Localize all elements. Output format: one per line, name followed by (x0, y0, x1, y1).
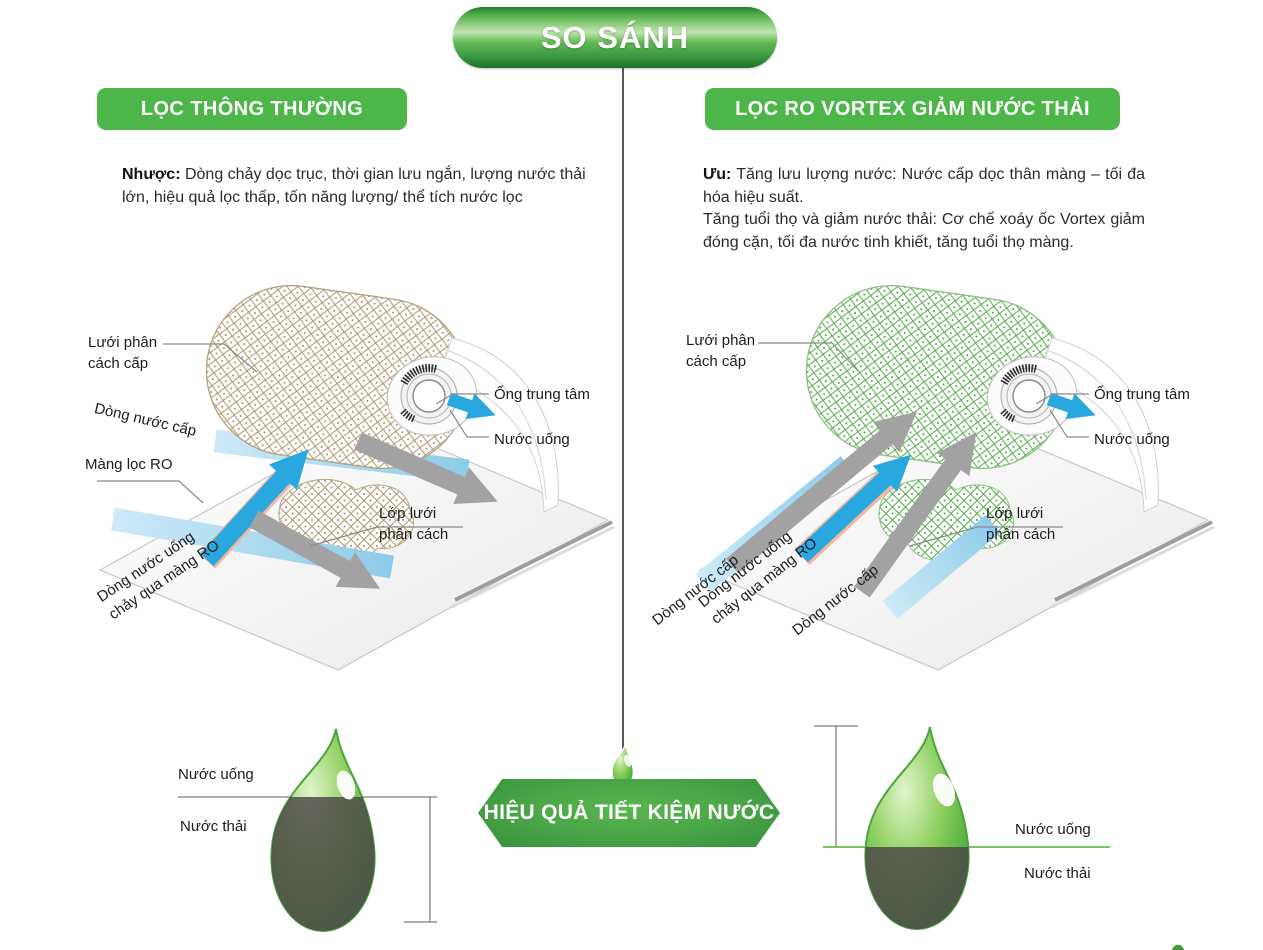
left-label-center-tube: Ống trung tâm (494, 386, 590, 403)
right-label-drinking-water: Nước uống (1094, 431, 1170, 448)
center-divider-line (622, 66, 624, 754)
right-header-label: LỌC RO VORTEX GIẢM NƯỚC THẢI (735, 97, 1090, 120)
left-label-membrane: Màng lọc RO (85, 456, 173, 473)
left-desc-label: Nhược: (122, 166, 181, 183)
bottom-logo-mark (1172, 944, 1184, 950)
title-banner: SO SÁNH (453, 7, 777, 68)
right-description: Ưu: Tăng lưu lượng nước: Nước cấp dọc th… (703, 164, 1145, 255)
savings-banner-label: HIỆU QUẢ TIẾT KIỆM NƯỚC (483, 801, 775, 824)
savings-banner: HIỆU QUẢ TIẾT KIỆM NƯỚC (478, 779, 780, 847)
left-desc-text: Dòng chảy dọc trục, thời gian lưu ngắn, … (122, 166, 586, 206)
right-section-header: LỌC RO VORTEX GIẢM NƯỚC THẢI (705, 88, 1120, 130)
left-section-header: LỌC THÔNG THƯỜNG (97, 88, 407, 130)
right-drop-label-drinking: Nước uống (1015, 821, 1091, 838)
right-flow-arrow-1 (725, 411, 918, 574)
left-label-mesh-layer: Lớp lưới phân cách (379, 505, 449, 543)
left-leader-lines (97, 343, 489, 547)
right-drop-highlight (932, 773, 956, 807)
right-water-drop (864, 726, 970, 930)
right-feed-water-band-2 (882, 515, 1001, 619)
right-label-mesh-layer: Lớp lưới phân cách (986, 505, 1056, 543)
left-membrane-diagram (97, 273, 615, 671)
right-drinking-water-arrow (1046, 392, 1096, 420)
left-drop-label-drinking: Nước uống (178, 766, 254, 783)
right-drop-label-waste: Nước thải (1024, 865, 1091, 882)
right-membrane-diagram (695, 273, 1215, 671)
left-drop-highlight (336, 770, 356, 800)
left-label-drinking-water: Nước uống (494, 431, 570, 448)
left-description: Nhược: Dòng chảy dọc trục, thời gian lưu… (122, 164, 592, 209)
left-permeate-arrow (200, 449, 309, 567)
right-label-feed-mesh: Lưới phân cách cấp (686, 332, 756, 370)
right-leader-lines (758, 342, 1089, 547)
right-desc-text: Tăng lưu lượng nước: Nước cấp dọc thân m… (703, 166, 1145, 252)
left-label-feed-mesh: Lưới phân cách cấp (88, 334, 158, 372)
right-label-center-tube: Ống trung tâm (1094, 386, 1190, 403)
left-waste-arrow-2 (249, 510, 381, 589)
left-header-label: LỌC THÔNG THƯỜNG (140, 97, 364, 120)
right-permeate-arrow (796, 454, 912, 563)
left-drop-label-waste: Nước thải (180, 818, 247, 835)
left-drinking-water-arrow (446, 392, 496, 420)
left-drop-waste-portion (271, 797, 375, 931)
small-water-drop-icon (610, 743, 635, 788)
left-waste-arrow-1 (354, 432, 498, 505)
left-water-drop (270, 728, 376, 932)
right-drop-waste-portion (865, 847, 969, 929)
right-desc-label: Ưu: (703, 166, 732, 183)
right-flow-arrow-2 (854, 432, 977, 598)
page-title: SO SÁNH (540, 19, 690, 55)
